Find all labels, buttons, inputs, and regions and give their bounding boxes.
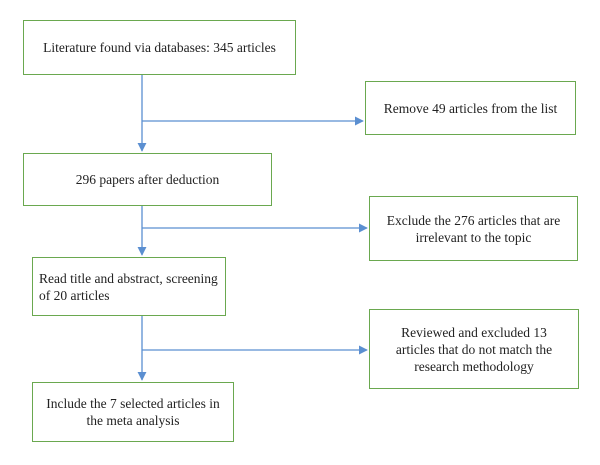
exclude-methodology-text: Reviewed and excluded 13 articles that d… xyxy=(395,324,553,374)
remove-articles-text: Remove 49 articles from the list xyxy=(383,100,558,116)
included-articles-box: Include the 7 selected articles in the m… xyxy=(32,382,234,442)
literature-found-box: Literature found via databases: 345 arti… xyxy=(23,20,296,75)
literature-found-text: Literature found via databases: 345 arti… xyxy=(43,40,276,55)
after-deduction-text: 296 papers after deduction xyxy=(75,172,220,187)
after-deduction-box: 296 papers after deduction xyxy=(23,153,272,206)
screening-box: Read title and abstract, screening of 20… xyxy=(32,257,226,316)
remove-articles-box: Remove 49 articles from the list xyxy=(365,81,576,135)
exclude-irrelevant-text: Exclude the 276 articles that are irrele… xyxy=(386,212,561,245)
exclude-methodology-box: Reviewed and excluded 13 articles that d… xyxy=(369,309,579,389)
exclude-irrelevant-box: Exclude the 276 articles that are irrele… xyxy=(369,196,578,261)
screening-text: Read title and abstract, screening of 20… xyxy=(39,270,218,303)
included-articles-text: Include the 7 selected articles in the m… xyxy=(46,396,220,428)
